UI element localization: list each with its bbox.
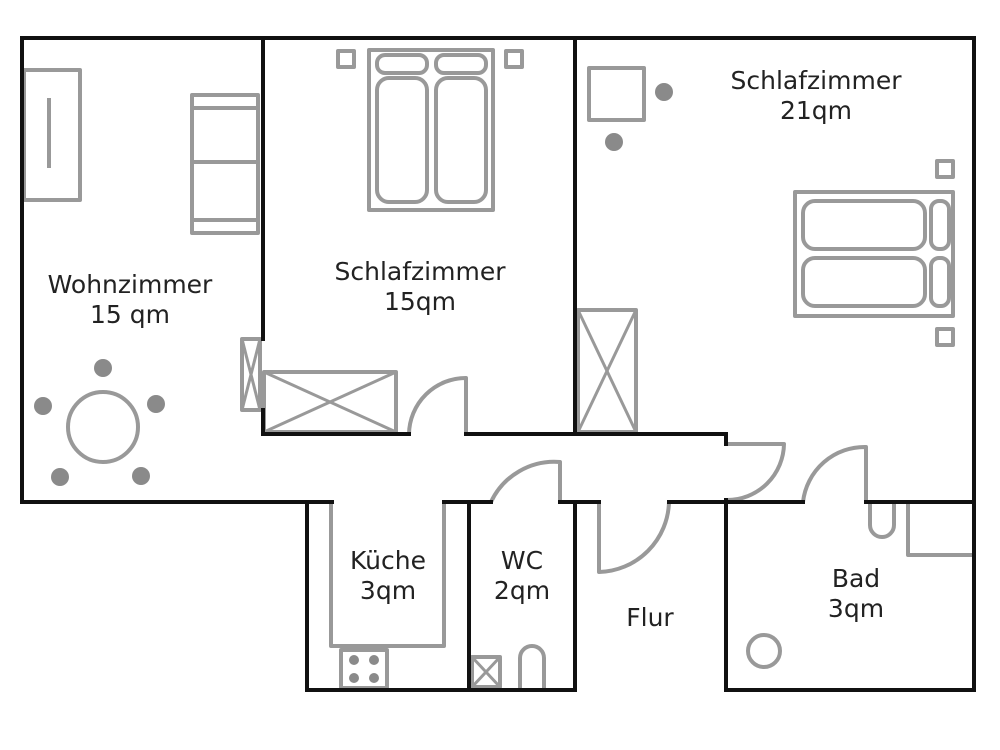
room-label-wohnzimmer: Wohnzimmer 15 qm: [30, 270, 230, 330]
room-name: Flur: [626, 603, 674, 632]
walls-layer: [20, 36, 976, 692]
door-swing-icon: [489, 459, 562, 503]
room-label-schlafzimmer-21: Schlafzimmer 21qm: [716, 66, 916, 126]
room-area: 2qm: [493, 576, 551, 605]
room-label-bad: Bad 3qm: [806, 564, 906, 624]
room-label-wc: WC 2qm: [476, 546, 568, 606]
small-cabinet-icon: [240, 337, 262, 412]
door-swing-icon: [407, 376, 468, 435]
room-label-schlafzimmer-15: Schlafzimmer 15qm: [320, 257, 520, 317]
room-area: 15 qm: [90, 300, 170, 329]
double-bed-icon: [793, 190, 955, 318]
kitchen-counter-icon: [329, 502, 446, 648]
dining-table-icon: [34, 359, 165, 486]
room-name: Wohnzimmer: [47, 270, 213, 299]
desk-icon: [587, 66, 673, 151]
wardrobe-icon: [576, 308, 638, 434]
door-swing-icon: [801, 444, 868, 503]
room-name: Küche: [350, 546, 426, 575]
room-name: Schlafzimmer: [334, 257, 506, 286]
toilet-icon: [518, 644, 546, 688]
room-label-kueche: Küche 3qm: [338, 546, 438, 606]
furniture-layer: [22, 48, 972, 690]
nightstand-icon: [504, 49, 524, 69]
nightstand-icon: [935, 159, 955, 179]
nightstand-icon: [336, 49, 356, 69]
double-bed-icon: [367, 48, 495, 212]
room-area: 3qm: [359, 576, 417, 605]
nightstand-icon: [935, 327, 955, 347]
shower-drain-icon: [746, 633, 782, 669]
door-swing-icon: [597, 501, 671, 574]
tv-cabinet-icon: [22, 68, 82, 202]
wardrobe-icon: [262, 370, 398, 434]
room-name: WC: [500, 546, 544, 575]
sofa-icon: [190, 93, 260, 235]
wc-cabinet-icon: [470, 655, 502, 689]
door-swing-icon: [726, 442, 786, 502]
room-area: 3qm: [827, 594, 885, 623]
room-name: Bad: [831, 564, 881, 593]
room-area: 15qm: [383, 287, 457, 316]
stove-icon: [339, 648, 389, 690]
room-area: 21qm: [779, 96, 853, 125]
room-label-flur: Flur: [600, 603, 700, 633]
sink-icon: [906, 502, 972, 557]
room-name: Schlafzimmer: [730, 66, 902, 95]
bathtub-icon: [868, 502, 896, 539]
